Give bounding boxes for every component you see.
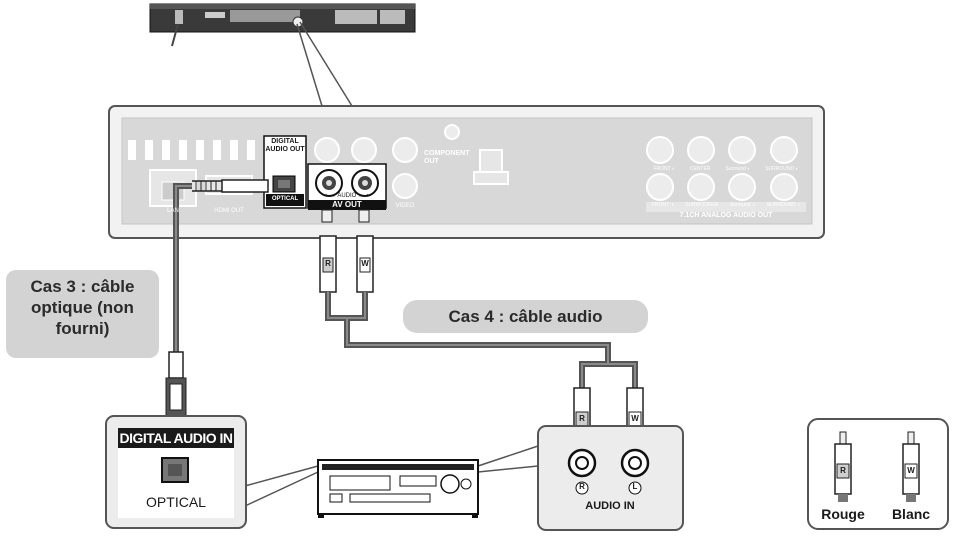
audio-in-box bbox=[477, 425, 684, 531]
optical-port-label: OPTICAL bbox=[271, 196, 299, 202]
legend-plug-r-label: R bbox=[840, 466, 846, 475]
digital-audio-in-box bbox=[105, 415, 319, 529]
digital-audio-in-title: DIGITAL AUDIO IN bbox=[119, 430, 233, 446]
digital-audio-out-label-1: DIGITAL bbox=[271, 138, 299, 145]
hdmi-out-label: HDMI OUT bbox=[214, 208, 244, 214]
case3-line1: Cas 3 : câble bbox=[30, 277, 135, 296]
jack-label-front-l: FRONT ◐ bbox=[653, 166, 675, 172]
jack-label-surround-r: Surround ◑ bbox=[729, 202, 755, 208]
jack-label-subwoofer: SUBWOOFER bbox=[685, 202, 719, 208]
lower-plug-r-label: R bbox=[579, 414, 585, 423]
case3-line3: fourni) bbox=[55, 319, 110, 338]
audio-in-label: AUDIO IN bbox=[585, 500, 635, 512]
rear-panel bbox=[108, 105, 825, 239]
legend-blanc: Blanc bbox=[891, 506, 931, 522]
legend-plug-w-label: W bbox=[907, 466, 915, 475]
digital-audio-in-optical: OPTICAL bbox=[146, 494, 206, 510]
component-out-label-2: OUT bbox=[424, 158, 439, 165]
audio-in-r-mark: R bbox=[579, 482, 585, 491]
component-out-label-1: COMPONENT bbox=[424, 150, 470, 157]
jack-label-center: CENTER bbox=[689, 166, 711, 172]
case3-callout: Cas 3 : câble optique (non fourni) bbox=[6, 270, 159, 358]
player-unit-top bbox=[149, 3, 416, 47]
av-out-label: AV OUT bbox=[332, 200, 362, 209]
upper-plug-r-label: R bbox=[325, 259, 331, 268]
analog-out-label: 7.1CH ANALOG AUDIO OUT bbox=[679, 212, 773, 219]
upper-plug-w-label: W bbox=[361, 259, 369, 268]
audio-in-l-mark: L bbox=[632, 482, 638, 491]
jack-label-surround-back-r: SURROUND ◑ bbox=[766, 202, 801, 208]
case3-line2: optique (non bbox=[31, 298, 134, 317]
digital-audio-out-label-2: AUDIO OUT bbox=[265, 146, 305, 153]
legend-rouge: Rouge bbox=[821, 506, 865, 522]
lower-plug-w-label: W bbox=[631, 414, 639, 423]
av-receiver bbox=[317, 459, 479, 518]
jack-label-front-r: FRONT ◑ bbox=[651, 202, 674, 208]
jack-label-surround-back-l: SURROUND ◐ bbox=[765, 166, 799, 172]
jack-label-surround-l: Surround ◐ bbox=[725, 166, 751, 172]
case4-callout: Cas 4 : câble audio bbox=[403, 300, 648, 333]
lan-label: LAN bbox=[167, 208, 179, 214]
video-label: VIDEO bbox=[395, 203, 415, 209]
audio-label: ◐ ← AUDIO → ◑ bbox=[324, 193, 370, 199]
legend-box bbox=[807, 418, 949, 530]
audio-cable bbox=[319, 209, 644, 453]
